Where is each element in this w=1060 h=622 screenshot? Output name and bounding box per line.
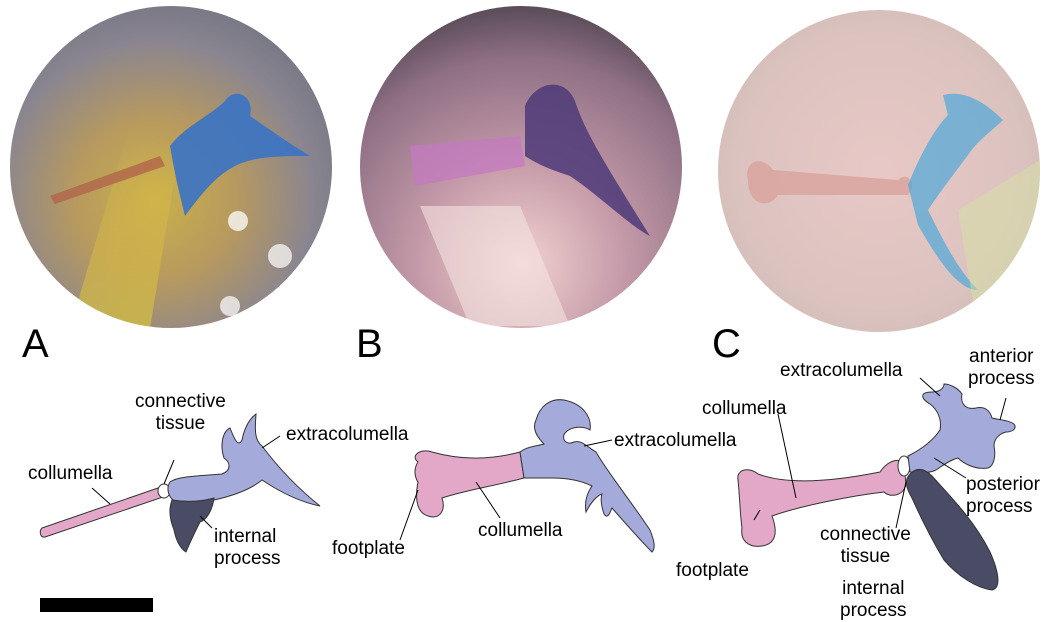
label-a-extracolumella: extracolumella xyxy=(286,424,409,446)
a-collumella-shape xyxy=(40,488,163,537)
b-collumella-shape xyxy=(415,451,524,517)
label-c-footplate: footplate xyxy=(676,560,749,582)
a-internal-process-shape xyxy=(170,498,214,552)
label-a-internal-process: internal process xyxy=(214,526,281,570)
label-a-collumella: collumella xyxy=(28,463,112,485)
c-extracolumella-shape xyxy=(908,384,1015,473)
label-c-collumella: collumella xyxy=(702,398,786,420)
label-c-connective-tissue: connective tissue xyxy=(820,524,911,568)
scale-bar xyxy=(40,598,153,612)
label-a-connective-tissue: connective tissue xyxy=(135,391,226,435)
label-b-footplate: footplate xyxy=(332,538,405,560)
label-c-posterior-process: posterior process xyxy=(966,474,1040,518)
label-c-anterior-process: anterior process xyxy=(968,346,1035,390)
label-b-collumella: collumella xyxy=(478,520,562,542)
label-c-extracolumella: extracolumella xyxy=(780,360,903,382)
label-c-internal-process: internal process xyxy=(840,578,907,622)
label-b-extracolumella: extracolumella xyxy=(614,430,737,452)
